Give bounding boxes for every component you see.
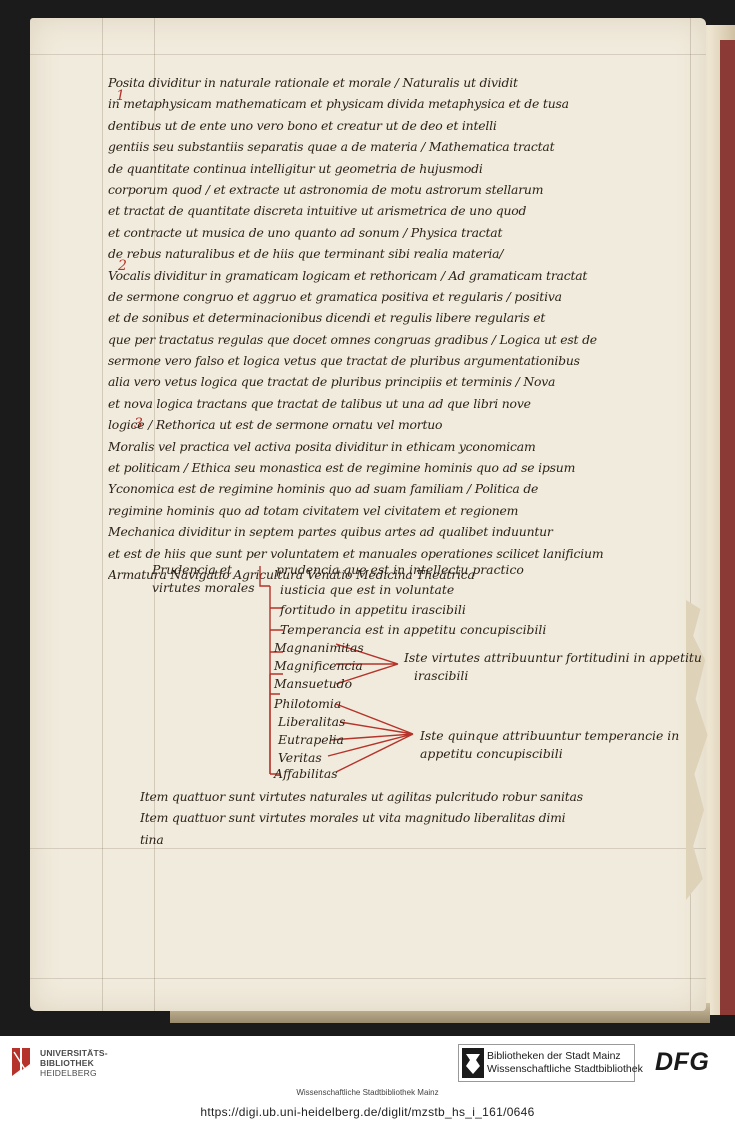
mainz-emblem-icon [462,1048,484,1078]
bracket-note: Iste quinque attribuuntur temperancie in [420,728,680,743]
text-line: alia vero vetus logica que tractat de pl… [108,374,556,390]
bracket-item: Liberalitas [278,714,346,729]
text-line: dentibus ut de ente uno vero bono et cre… [108,117,497,133]
paragraph-marker: 1 [116,88,125,104]
logo-text: Bibliotheken der Stadt Mainz [487,1050,621,1062]
bracket-stroke [269,674,280,775]
bracket-note: appetitu concupiscibili [420,746,563,761]
text-line: tina [140,831,164,847]
text-line: regimine hominis quo ad totam civitatem … [108,502,519,518]
text-line: sermone vero falso et logica vetus que t… [108,353,580,369]
text-line: Item quattuor sunt virtutes morales ut v… [140,810,566,826]
university-library-logo-icon [12,1048,30,1076]
bracket-item: Affabilitas [274,766,338,781]
binding-edge [720,40,735,1015]
holding-institution: Wissenschaftliche Stadtbibliothek Mainz [296,1088,439,1097]
paragraph-marker: 2 [118,258,127,274]
permalink[interactable]: https://digi.ub.uni-heidelberg.de/diglit… [200,1105,535,1119]
bracket-note: Iste virtutes attribuuntur fortitudini i… [404,650,702,665]
text-line: que per tractatus regulas que docet omne… [108,331,597,347]
bracket-lines [259,566,414,775]
bracket-note: irascibili [414,668,469,683]
bracket-item: Philotomia [274,696,342,711]
text-line: logice / Rethorica ut est de sermone orn… [108,417,443,433]
logo-text: HEIDELBERG [40,1068,97,1078]
text-line: Armatura Navigatio Agricultura Venatio M… [108,566,475,582]
ruling-line [154,18,155,1011]
bracket-stroke [335,643,399,685]
ruling-line [30,978,706,979]
footer: UNIVERSITÄTS- BIBLIOTHEK HEIDELBERG Bibl… [0,1036,735,1128]
text-line: Yconomica est de regimine hominis quo ad… [108,481,539,497]
text-line: Moralis vel practica vel activa posita d… [108,438,536,454]
text-line: et contracte ut musica de uno quanto ad … [108,224,503,240]
bracket-item: fortitudo in appetitu irascibili [280,602,466,617]
bracket-item: Mansuetudo [274,676,353,691]
text-line: et nova logica tractans que tractat de t… [108,395,531,411]
text-line: corporum quod / et extracte ut astronomi… [108,181,544,197]
bracket-item: Eutrapelia [278,732,344,747]
bracket-item: Veritas [278,750,322,765]
ruling-line [30,54,706,55]
text-line: de rebus naturalibus et de hiis que term… [108,246,504,262]
ruling-line [690,18,691,1011]
bracket-item: iusticia que est in voluntate [280,582,455,597]
text-line: Item quattuor sunt virtutes naturales ut… [140,789,583,804]
dfg-logo[interactable]: DFG [655,1048,710,1076]
bracket-stroke [259,566,270,587]
text-line: et de sonibus et determinacionibus dicen… [108,310,546,326]
text-line: in metaphysicam mathematicam et physicam… [108,96,569,112]
text-line: de quantitate continua intelligitur ut g… [108,160,483,176]
text-line: Vocalis dividitur in gramaticam logicam … [108,267,588,283]
text-line: de sermone congruo et aggruo et gramatic… [108,288,562,304]
text-line: Mechanica dividitur in septem partes qui… [108,524,553,540]
text-line: et est de hiis que sunt per voluntatem e… [108,545,604,561]
text-line: gentiis seu substantiis separatis quae a… [108,139,555,155]
university-library-name: UNIVERSITÄTS- BIBLIOTHEK HEIDELBERG [40,1048,108,1078]
bracket-item: Temperancia est in appetitu concupiscibi… [280,622,547,637]
bracket-item: Magnificencia [274,658,363,673]
logo-text: Wissenschaftliche Stadtbibliothek [487,1063,643,1075]
text-line: et tractat de quantitate discreta intuit… [108,203,527,219]
manuscript-text: Posita dividitur in naturale rationale e… [108,72,678,585]
ruling-line [102,18,103,1011]
mainz-library-logo[interactable]: Bibliotheken der Stadt Mainz Wissenschaf… [458,1044,643,1082]
manuscript-folio [30,18,706,1011]
bracket-stroke [327,703,414,773]
bracket-item: prudencia que est in intellectu practico [276,562,524,577]
closing-text: Item quattuor sunt virtutes naturales ut… [140,786,680,850]
virtues-diagram: Prudencia et virtutes morales prudencia … [108,556,702,786]
bracket-head: virtutes morales [152,580,255,595]
bracket-item: Magnanimitas [274,640,364,655]
paragraph-marker: 3 [134,416,143,432]
text-line: Posita dividitur in naturale rationale e… [108,75,518,90]
text-line: et politicam / Ethica seu monastica est … [108,460,576,476]
logo-text: UNIVERSITÄTS- [40,1048,108,1058]
bracket-head: Prudencia et [152,562,233,577]
manuscript-viewer: 1 2 3 Posita dividitur in naturale ratio… [0,0,735,1036]
ruling-line [30,848,706,849]
logo-text: BIBLIOTHEK [40,1058,94,1068]
